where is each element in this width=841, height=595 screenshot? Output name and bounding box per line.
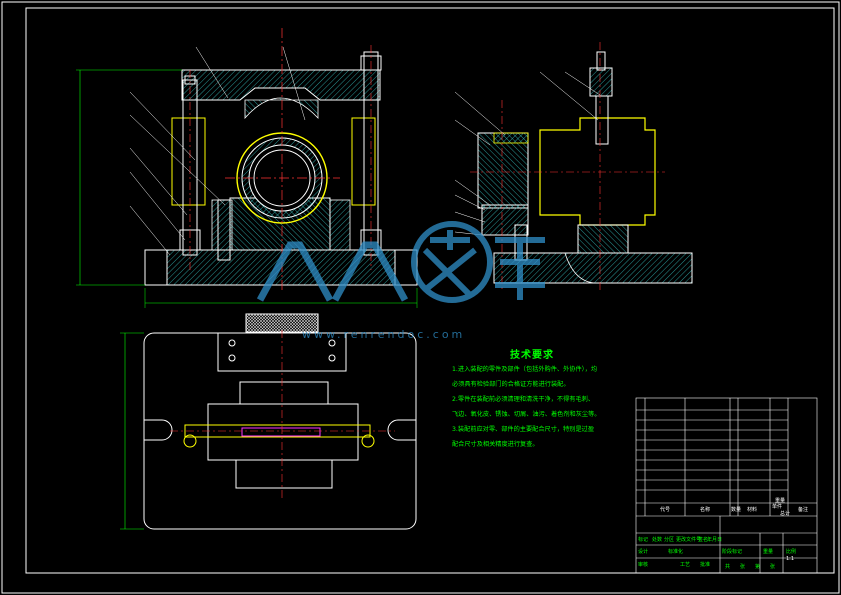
tb-role-process: 工艺 <box>680 562 691 568</box>
inner-frame <box>25 7 835 574</box>
side-section <box>477 132 529 209</box>
front-clamp-top <box>181 69 381 101</box>
tb-header-qty: 数量 <box>731 507 742 513</box>
tb-date: 年月日 <box>707 537 723 543</box>
tb-role-design: 设计 <box>638 549 649 555</box>
watermark-logo <box>256 221 545 303</box>
tb-header-total: 总计 <box>780 511 791 517</box>
tb-scale-value: 1:1 <box>786 556 795 562</box>
side-base <box>493 252 693 284</box>
tb-sheet-no-label: 第 <box>755 564 761 570</box>
tech-requirements-title: 技术要求 <box>510 350 554 361</box>
tb-header-single: 单件 <box>772 504 783 510</box>
tb-header-name: 名称 <box>700 507 711 513</box>
tech-req-line: 3.装配前应对零、部件的主要配合尺寸，特别是过盈 <box>452 426 595 433</box>
tb-sheet-total-unit: 张 <box>740 564 746 570</box>
watermark-url: www.renrendoc.com <box>302 328 466 341</box>
tb-zone: 分区 <box>664 537 675 543</box>
top-view <box>120 313 417 530</box>
tb-role-approve: 批准 <box>700 562 711 568</box>
side-view <box>454 42 693 290</box>
tb-stage-label: 阶段标记 <box>722 549 743 555</box>
tb-sheet-total-label: 共 <box>725 564 731 570</box>
tb-mark: 标记 <box>638 537 649 543</box>
tb-weight-small: 重量 <box>763 549 774 555</box>
tb-sheet-no-unit: 张 <box>770 564 776 570</box>
tb-role-review: 审核 <box>638 562 649 568</box>
tb-change-doc: 更改文件号 <box>676 537 702 543</box>
tb-header-material: 材料 <box>747 507 758 513</box>
front-left-pillar <box>182 79 198 256</box>
tb-count: 处数 <box>652 537 663 543</box>
side-housing-outline <box>539 117 656 226</box>
tech-req-line: 1.进入装配的零件及部件（包括外购件、外协件），均 <box>452 366 598 373</box>
tb-scale-label: 比例 <box>786 549 797 555</box>
front-view <box>76 28 418 308</box>
top-shaft-inner <box>241 427 321 437</box>
tech-req-line: 2.零件在装配前必须清理和清洗干净，不得有毛刺、 <box>452 396 595 403</box>
title-block <box>635 397 818 574</box>
tech-req-line: 必须具有检验部门的合格证方能进行装配。 <box>452 381 570 388</box>
tb-weight-label: 重量 <box>775 498 786 504</box>
tb-header-remark: 备注 <box>798 507 809 513</box>
tb-header-code: 代号 <box>660 507 671 513</box>
tech-req-line: 配合尺寸及相关精度进行复查。 <box>452 441 539 448</box>
tb-sign: 签名 <box>698 537 709 543</box>
tb-role-standard: 标准化 <box>668 549 684 555</box>
tech-req-line: 飞边、氧化皮、锈蚀、切屑、油污、着色剂和灰尘等。 <box>452 411 601 418</box>
front-housing-outline <box>171 117 376 206</box>
